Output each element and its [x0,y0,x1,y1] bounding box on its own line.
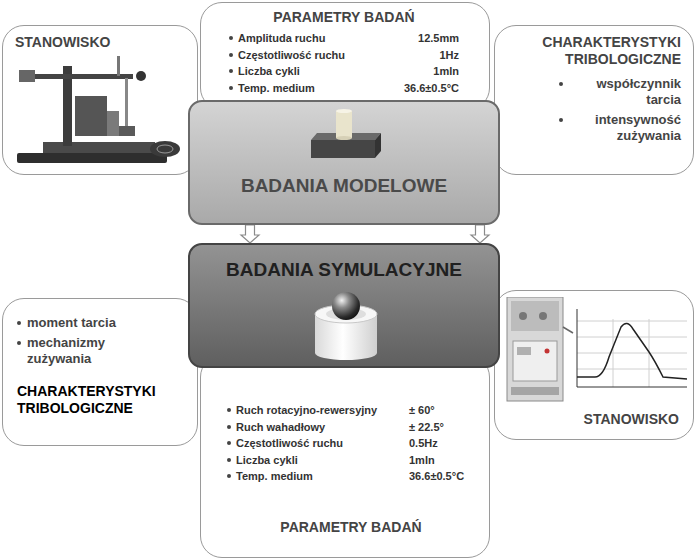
parameter-name: Liczba cykli [238,63,425,80]
characteristic-item: współczynnik tarcia [569,76,681,108]
parameter-row: Temp. medium 36.6±0.5°C [229,80,459,97]
parameter-name: Ruch rotacyjno-rewersyjny [236,402,401,419]
parameter-value: 1mln [433,63,459,80]
parameter-row: Ruch rotacyjno-rewersyjny ± 60° [227,402,475,419]
cup-and-ball-illustration [311,290,381,362]
bullet-item: współczynnik tarcia [517,76,681,108]
box-heading: PARAMETRY BADAŃ [229,9,459,26]
parameter-value: ± 60° [409,402,475,419]
block-arrow [241,225,259,243]
box-heading: PARAMETRY BADAŃ [227,519,475,536]
bullet-dot [227,458,231,462]
parameter-row: Częstotliwość ruchu 0.5Hz [227,435,475,452]
parameter-value: 12.5mm [418,30,459,47]
parameter-value: 36.6±0.5°C [409,468,475,485]
pin-on-plate-illustration [309,108,383,163]
apparatus-box: STANOWISKO [494,290,694,440]
parameter-value: 36.6±0.5°C [404,80,459,97]
characteristics-box: moment tarcia mechanizmy zużywaniaCHARAKT… [2,298,198,446]
apparatus-box: STANOWISKO [2,25,198,175]
model-tests-box: BADANIA MODELOWE [188,100,500,225]
parameter-row: Temp. medium 36.6±0.5°C [227,468,475,485]
parameter-row: Liczba cykli 1mln [227,452,475,469]
bullet-dot [559,118,563,122]
bullet-dot [229,36,233,40]
parameter-value: 0.5Hz [409,435,475,452]
box-title: BADANIA SYMULACYJNE [200,258,488,281]
parameters-box: Ruch rotacyjno-rewersyjny± 60°Ruch wahad… [200,355,490,558]
bullet-dot [229,53,233,57]
characteristic-item: mechanizmy zużywania [27,335,127,367]
bullet-dot [17,341,21,345]
box-heading: CHARAKTERYSTYKI TRIBOLOGICZNE [517,34,681,68]
bullet-item: mechanizmy zużywania [17,335,179,367]
parameter-value: ± 22.5° [409,419,475,436]
parameter-value: 1mln [409,452,475,469]
parameter-name: Częstotliwość ruchu [236,435,401,452]
parameter-row: Liczba cykli 1mln [229,63,459,80]
bullet-dot [227,474,231,478]
box-heading: CHARAKTERYSTYKI TRIBOLOGICZNE [17,383,179,417]
parameter-row: Częstotliwość ruchu 1Hz [229,47,459,64]
simulator-and-chart-illustration [503,297,691,407]
bullet-item: moment tarcia [17,315,179,331]
parameter-name: Temp. medium [238,80,396,97]
bullet-dot [17,321,21,325]
bullet-dot [227,441,231,445]
characteristic-item: intensywność zużywania [569,112,681,144]
characteristics-box: CHARAKTERYSTYKI TRIBOLOGICZNE współczynni… [494,25,694,175]
parameter-name: Częstotliwość ruchu [238,47,431,64]
tribometer-illustration [13,56,189,168]
block-arrow [471,225,489,243]
parameter-row: Ruch wahadłowy ± 22.5° [227,419,475,436]
characteristic-item: moment tarcia [27,315,116,331]
simulation-tests-box: BADANIA SYMULACYJNE [188,243,500,368]
box-heading: STANOWISKO [15,34,185,51]
bullet-dot [229,86,233,90]
bullet-dot [227,408,231,412]
bullet-dot [227,425,231,429]
bullet-dot [559,82,563,86]
box-title: BADANIA MODELOWE [200,174,488,197]
parameter-name: Amplituda ruchu [238,30,410,47]
parameter-value: 1Hz [439,47,459,64]
parameter-row: Amplituda ruchu 12.5mm [229,30,459,47]
bullet-item: intensywność zużywania [517,112,681,144]
box-heading: STANOWISKO [517,411,679,428]
parameter-name: Temp. medium [236,468,401,485]
parameter-name: Liczba cykli [236,452,401,469]
bullet-dot [229,69,233,73]
parameters-box: PARAMETRY BADAŃ Amplituda ruchu 12.5mmCzęs… [200,2,490,110]
parameter-name: Ruch wahadłowy [236,419,401,436]
